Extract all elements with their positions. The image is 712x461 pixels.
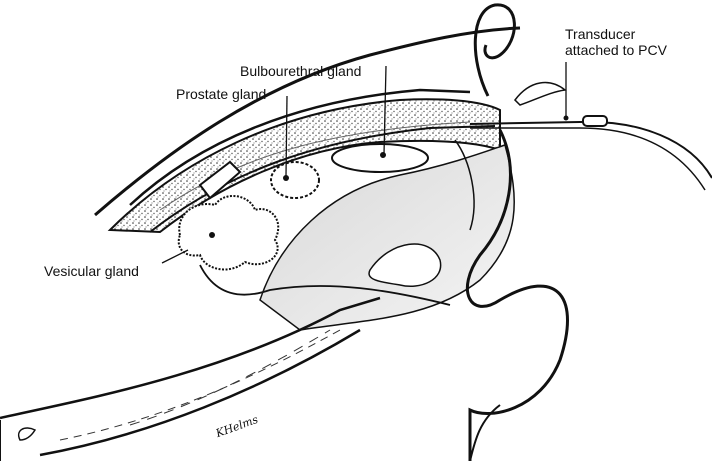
label-transducer-line1: Transducer — [565, 26, 636, 42]
leader-vesicular — [161, 249, 189, 264]
transducer-device — [582, 115, 608, 127]
leader-bulbourethral — [383, 65, 387, 155]
label-bulbourethral-gland: Bulbourethral gland — [240, 63, 362, 79]
label-transducer: Transducer attached to PCV — [565, 26, 667, 58]
penis-outline — [199, 264, 451, 306]
label-vesicular-gland: Vesicular gland — [44, 263, 139, 279]
vesicular-gland — [177, 195, 280, 271]
label-transducer-line2: attached to PCV — [565, 42, 667, 58]
prostate-gland — [270, 161, 320, 199]
tail-loop — [473, 3, 516, 97]
bulbourethral-gland — [331, 143, 429, 173]
leader-prostate — [285, 95, 288, 177]
label-prostate-gland: Prostate gland — [176, 86, 267, 102]
body-outline — [94, 26, 521, 217]
